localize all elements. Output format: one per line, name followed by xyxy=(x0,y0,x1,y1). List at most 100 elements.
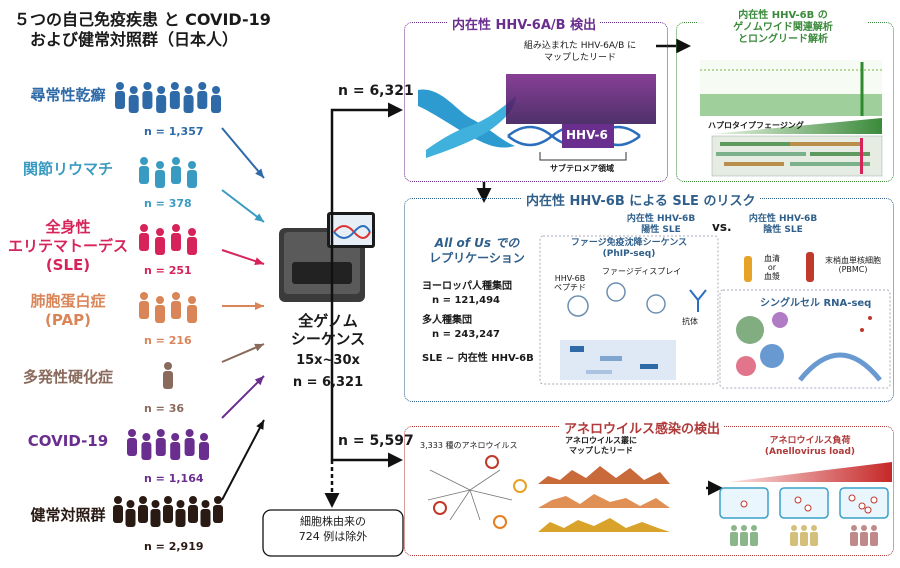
virus-icons xyxy=(433,455,527,529)
phip-line-1: ファージ免疫沈降シーケンス xyxy=(570,238,688,248)
cohort-arrowhead-3 xyxy=(255,302,264,310)
anello-load-wedge xyxy=(728,462,892,482)
phip-heatmap xyxy=(560,340,676,380)
person-body xyxy=(127,438,137,456)
cohort-arrowhead-0 xyxy=(255,168,264,178)
species-label: 3,333 種のアネロウイルス xyxy=(420,441,518,450)
cohort-arrowhead-6 xyxy=(256,420,264,430)
cohort-arrowhead-1 xyxy=(254,213,264,222)
panel-hhv6ab-title: 内在性 HHV-6A/B 検出 xyxy=(448,14,601,33)
person-body xyxy=(188,505,198,523)
cohort-0-line-0: 尋常性乾癬 xyxy=(30,86,106,104)
replication-details: ヨーロッパ人種集団 n = 121,494 多人種集団 n = 243,247 … xyxy=(422,280,534,366)
person-head xyxy=(156,429,165,437)
cohort-label-2: 全身性エリテマトーデス(SLE) xyxy=(8,218,128,275)
phasing-label: ハプロタイプフェージング xyxy=(708,121,804,130)
person-head xyxy=(172,292,180,300)
flow-n-top: n = 6,321 xyxy=(338,83,414,99)
person-body xyxy=(169,91,180,109)
volcano-plot xyxy=(798,316,882,382)
person-head xyxy=(201,500,210,508)
anello-person-body xyxy=(800,532,808,546)
person-head xyxy=(184,86,193,94)
person-head xyxy=(114,496,122,504)
anello-reads-label: アネロウイルス叢に マップしたリード xyxy=(546,436,656,456)
anello-person-head xyxy=(731,525,737,531)
phip-title: ファージ免疫沈降シーケンス (PhIP-seq) xyxy=(544,238,714,260)
serum-line-1: 血清 xyxy=(764,254,780,263)
hhv6-label: HHV-6 xyxy=(566,128,608,142)
cohort-2-line-1: エリテマトーデス xyxy=(8,237,129,255)
person-body xyxy=(187,237,197,255)
multi-n: n = 243,247 xyxy=(432,329,501,340)
pos-line-1: 内在性 HHV-6B xyxy=(626,214,696,224)
person-head xyxy=(185,429,194,437)
tube-icons xyxy=(744,252,814,282)
excluded-box xyxy=(262,509,404,557)
person-body xyxy=(155,170,165,188)
person-body xyxy=(139,166,149,184)
cohort-n-6: n = 2,919 xyxy=(144,540,204,553)
person-head xyxy=(198,82,207,90)
cohort-label-0: 尋常性乾癬 xyxy=(8,86,128,105)
person-head xyxy=(170,82,179,90)
cohort-5-line-0: COVID-19 xyxy=(27,432,109,450)
person-head xyxy=(172,157,180,165)
multi-label: 多人種集団 xyxy=(422,315,472,326)
person-head xyxy=(116,82,124,90)
figure-title: ５つの自己免疫疾患 と COVID-19 および健常対照群（日本人） xyxy=(14,10,271,50)
person-head xyxy=(128,429,136,437)
cohort-2-line-2: (SLE) xyxy=(45,256,91,274)
anello-load-label: アネロウイルス負荷 (Anellovirus load) xyxy=(740,436,880,458)
excluded-note: 細胞株由来の 724 例は除外 xyxy=(263,514,403,544)
antibody-label: 抗体 xyxy=(682,317,698,326)
person-head xyxy=(151,500,160,508)
cohort-arrowhead-5 xyxy=(254,376,264,386)
person-head xyxy=(212,86,220,94)
person-head xyxy=(214,496,222,504)
person-head xyxy=(143,82,152,90)
cell-boxes xyxy=(719,487,889,519)
cohort-arrow-0 xyxy=(221,127,265,179)
anello-person-head xyxy=(791,525,797,531)
person-body xyxy=(128,95,139,113)
anello-person-body xyxy=(810,532,818,546)
antibody-icon xyxy=(689,289,707,312)
cohort-n-2: n = 251 xyxy=(144,264,192,277)
person-body xyxy=(187,170,197,188)
replication-title: All of Us での レプリケーション xyxy=(416,236,538,266)
cohort-arrow-6 xyxy=(221,419,265,501)
person-body xyxy=(175,509,186,527)
load-line-1: アネロウイルス負荷 xyxy=(769,436,851,446)
anello-person-body xyxy=(790,532,798,546)
cohort-people-icons xyxy=(113,82,223,527)
pbmc-line-2: (PBMC) xyxy=(838,265,868,274)
person-head xyxy=(142,433,151,441)
phip-line-2: (PhIP-seq) xyxy=(602,249,656,259)
person-body xyxy=(187,305,197,323)
person-body xyxy=(171,166,181,184)
panel-sle-title: 内在性 HHV-6B による SLE のリスク xyxy=(522,190,760,209)
manhattan-plot xyxy=(700,60,882,116)
peptide-line-2: ペプチド xyxy=(554,283,586,292)
anello-person-head xyxy=(811,525,817,531)
phage-icons xyxy=(567,282,666,317)
cohort-3-line-1: (PAP) xyxy=(45,311,91,329)
cohort-n-1: n = 378 xyxy=(144,197,192,210)
panel-anello-title: アネロウイルス感染の検出 xyxy=(560,418,725,437)
neg-sle-label: 内在性 HHV-6B 陰性 SLE xyxy=(736,214,830,236)
person-head xyxy=(172,224,180,232)
cohort-n-3: n = 216 xyxy=(144,334,192,347)
cohort-n-5: n = 1,164 xyxy=(144,472,204,485)
anello-person-head xyxy=(801,525,807,531)
person-body xyxy=(155,438,166,456)
person-body xyxy=(163,371,173,389)
person-body xyxy=(171,301,181,319)
load-line-2: (Anellovirus load) xyxy=(764,447,856,457)
person-head xyxy=(126,500,135,508)
person-body xyxy=(183,95,194,113)
person-head xyxy=(171,433,180,441)
serum-line-2: or xyxy=(767,263,777,272)
cohort-label-3: 肺胞蛋白症(PAP) xyxy=(8,292,128,330)
